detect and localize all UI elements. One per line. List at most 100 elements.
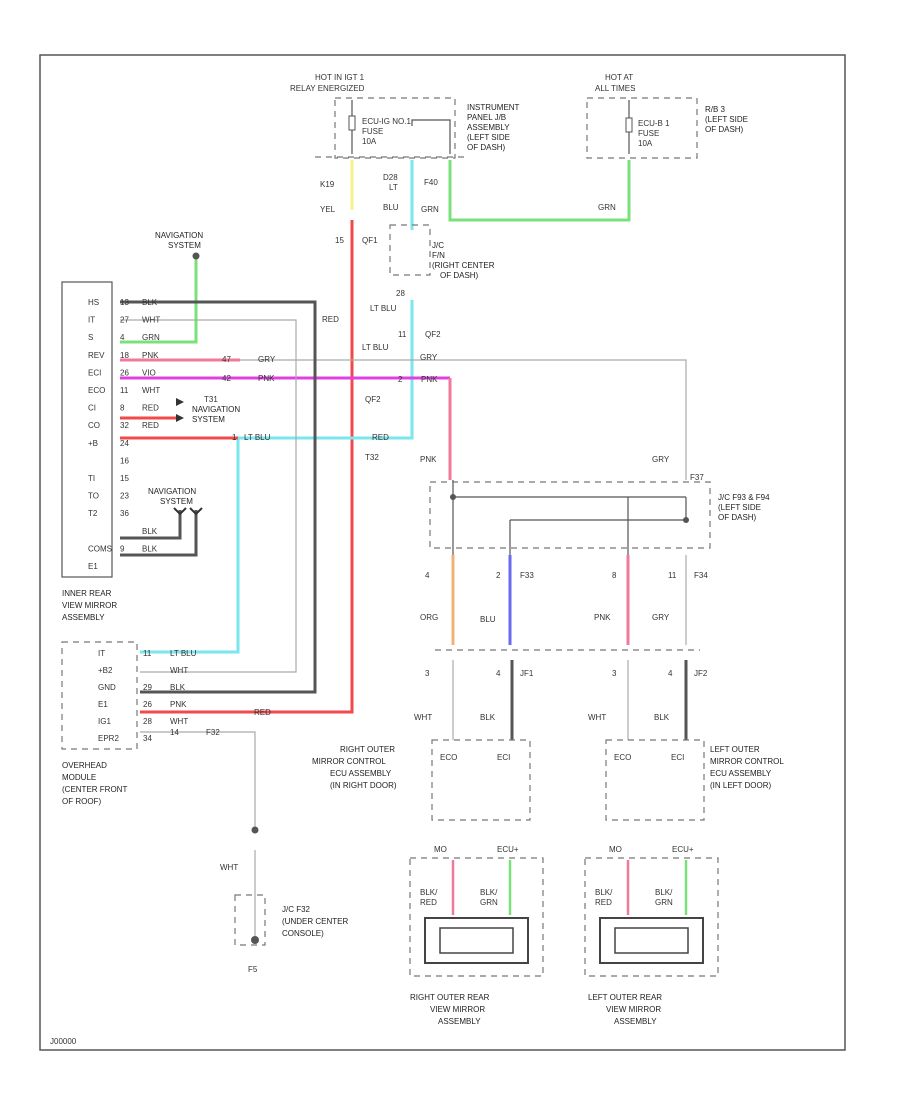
- wire-label-15: 15: [335, 236, 344, 245]
- jc-fn-label-b: F/N: [432, 251, 445, 260]
- inner-mirror-pin-12: T2: [88, 509, 98, 518]
- right-ecu-title-c: ECU ASSEMBLY: [330, 769, 392, 778]
- overhead-pin-2: GND: [98, 683, 116, 692]
- inner-mirror-pin-3: REV: [88, 351, 105, 360]
- splice-dot-1: [251, 826, 259, 834]
- nav-top-label-a: NAVIGATION: [155, 231, 203, 240]
- right-mirror-w2a: BLK/: [480, 888, 498, 897]
- wire-label-pnk2: PNK: [594, 613, 611, 622]
- wire-label-f34: F34: [694, 571, 708, 580]
- inner-mirror-wirecol-7: RED: [142, 421, 159, 430]
- ground-jc-label-b: (UNDER CENTER: [282, 917, 348, 926]
- nav-low-label-b: SYSTEM: [160, 497, 193, 506]
- wire-wht-to-ecu: [452, 660, 629, 740]
- ground-f5-label: F5: [248, 965, 258, 974]
- hot-label-2: HOT AT: [605, 73, 633, 82]
- footer-code: J00000: [50, 1037, 77, 1046]
- right-mirror-title-a: RIGHT OUTER REAR: [410, 993, 490, 1002]
- nav-low-label-a: NAVIGATION: [148, 487, 196, 496]
- wire-label-red1: RED: [322, 315, 339, 324]
- splice-dot-2: [450, 494, 456, 500]
- overhead-title-a: OVERHEAD: [62, 761, 107, 770]
- left-mirror-heater-icon: [599, 917, 704, 964]
- wire-label-4: 4: [425, 571, 430, 580]
- overhead-wire-2: BLK: [170, 683, 186, 692]
- fuse-label-2c: 10A: [638, 139, 653, 148]
- left-ecu-pin-eco: ECO: [614, 753, 631, 762]
- right-outer-mirror-box: [409, 857, 544, 977]
- wire-label-gry: GRY: [420, 353, 438, 362]
- inner-mirror-wirecol-14: BLK: [142, 544, 158, 553]
- fuse-label-1b: FUSE: [362, 127, 383, 136]
- wire-label-3b: 3: [612, 669, 617, 678]
- left-ecu-title-b: MIRROR CONTROL: [710, 757, 784, 766]
- inner-mirror-title-c: ASSEMBLY: [62, 613, 105, 622]
- wire-red: [140, 220, 354, 714]
- left-outer-mirror-box: [584, 857, 719, 977]
- hot-label-2b: ALL TIMES: [595, 84, 635, 93]
- left-ecu-title-c: ECU ASSEMBLY: [710, 769, 772, 778]
- inner-mirror-title-a: INNER REAR: [62, 589, 112, 598]
- wire-label-f33: F33: [520, 571, 534, 580]
- wire-label-t31: T31: [204, 395, 218, 404]
- right-mirror-term-mo: MO: [434, 845, 447, 854]
- overhead-pinnum-3: 26: [143, 700, 152, 709]
- overhead-pinnum-2: 29: [143, 683, 152, 692]
- wire-label-blk-a: BLK: [480, 713, 496, 722]
- inner-mirror-pinnum-2: 4: [120, 333, 125, 342]
- jc-fn-label-a: J/C: [432, 241, 444, 250]
- inner-mirror-pin-1: IT: [88, 316, 95, 325]
- wire-label-grn1: GRN: [421, 205, 439, 214]
- wire-label-1: 1: [232, 433, 237, 442]
- inner-mirror-wirecol-6: RED: [142, 404, 159, 413]
- inner-mirror-pin-14: COMS: [88, 544, 112, 553]
- jc-fn-label-d: OF DASH): [440, 271, 479, 280]
- ipjb-label-a: INSTRUMENT: [467, 103, 520, 112]
- right-mirror-title-c: ASSEMBLY: [438, 1017, 481, 1026]
- rb3-label-a: R/B 3: [705, 105, 726, 114]
- inner-mirror-pin-6: CI: [88, 404, 96, 413]
- inner-mirror-pin-8: +B: [88, 439, 98, 448]
- inner-mirror-pinnum-9: 16: [120, 456, 129, 465]
- inner-mirror-pin-4: ECI: [88, 368, 101, 377]
- inner-mirror-pinnum-6: 8: [120, 404, 125, 413]
- inner-mirror-wirecol-3: PNK: [142, 351, 159, 360]
- left-mirror-term-mo: MO: [609, 845, 622, 854]
- left-mirror-title-a: LEFT OUTER REAR: [588, 993, 662, 1002]
- inner-mirror-pin-0: HS: [88, 298, 99, 307]
- hot-label-1: HOT IN IGT 1: [315, 73, 365, 82]
- hot-label-1b: RELAY ENERGIZED: [290, 84, 365, 93]
- wire-blk-nav: [120, 510, 198, 557]
- inner-mirror-pinnum-14: 9: [120, 544, 125, 553]
- diagram-frame: [39, 54, 846, 1051]
- left-mirror-w2b: GRN: [655, 898, 673, 907]
- inner-mirror-pinnum-4: 26: [120, 368, 129, 377]
- nav-arrow-icon: [176, 398, 184, 422]
- inner-mirror-wirecol-13: BLK: [142, 527, 158, 536]
- right-mirror-w1a: BLK/: [420, 888, 438, 897]
- right-mirror-title-b: VIEW MIRROR: [430, 1005, 485, 1014]
- overhead-wire-0: LT BLU: [170, 649, 197, 658]
- wire-label-11: 11: [398, 330, 407, 339]
- jc-f93-box: [429, 481, 711, 549]
- left-mirror-title-b: VIEW MIRROR: [606, 1005, 661, 1014]
- nav-plug-icon: [173, 507, 203, 516]
- right-ecu-pin-eco: ECO: [440, 753, 457, 762]
- inner-mirror-wirecol-4: VIO: [142, 368, 156, 377]
- inner-mirror-pinnum-7: 32: [120, 421, 129, 430]
- inner-mirror-pin-5: ECO: [88, 386, 105, 395]
- wire-label-jf2: JF2: [694, 669, 708, 678]
- inner-mirror-wirecol-5: WHT: [142, 386, 160, 395]
- left-mirror-w1a: BLK/: [595, 888, 613, 897]
- ipjb-label-b: PANEL J/B: [467, 113, 506, 122]
- ipjb-label-e: OF DASH): [467, 143, 506, 152]
- right-ecu-title-a: RIGHT OUTER: [340, 745, 395, 754]
- overhead-pinnum-5: 34: [143, 734, 152, 743]
- wire-label-gry2: GRY: [652, 613, 670, 622]
- left-ecu-pin-eci: ECI: [671, 753, 684, 762]
- wire-label-qf2a: QF2: [425, 330, 441, 339]
- nav-mid-label-b: SYSTEM: [192, 415, 225, 424]
- left-mirror-term-ecu: ECU+: [672, 845, 694, 854]
